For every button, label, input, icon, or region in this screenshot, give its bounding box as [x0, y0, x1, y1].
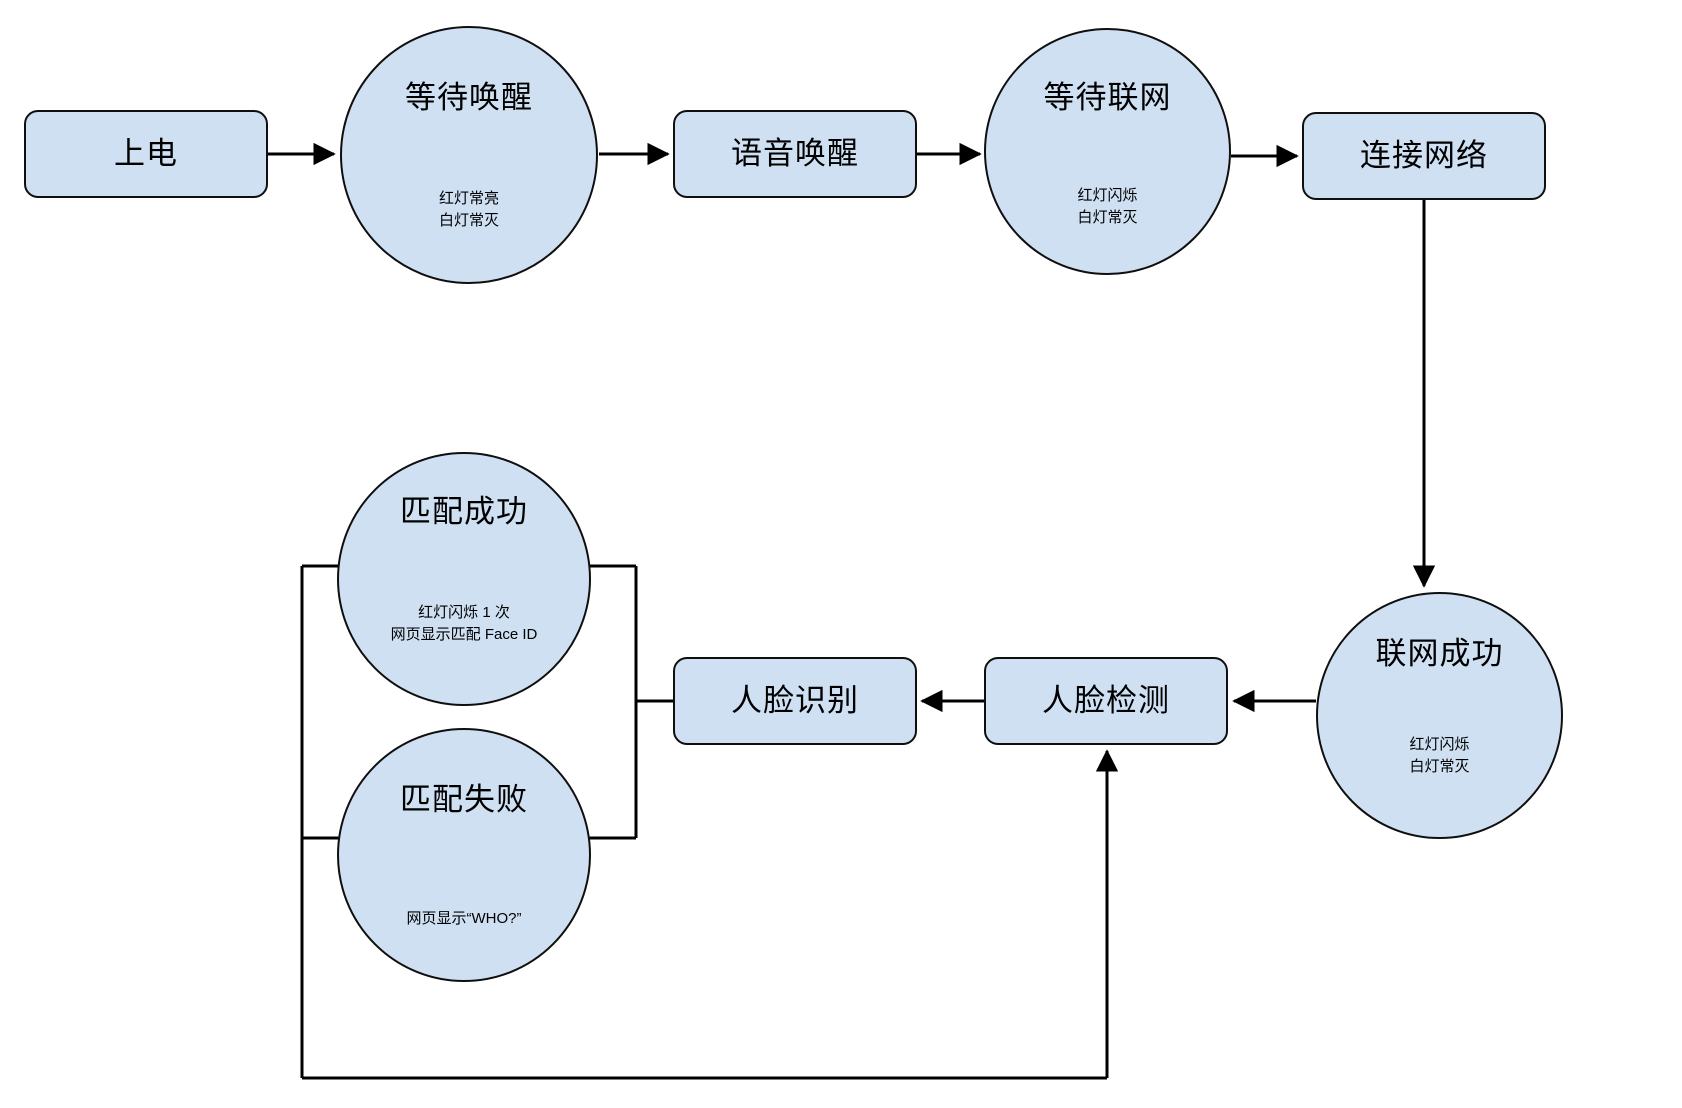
node-network-success-label: 联网成功: [1375, 636, 1504, 671]
node-face-detection-label: 人脸检测: [1042, 683, 1170, 719]
node-match-success-label: 匹配成功: [400, 494, 528, 529]
node-network-success-sub-line-1: 红灯闪烁: [1409, 736, 1470, 753]
node-match-failure-label: 匹配失败: [400, 782, 528, 817]
node-wait-wake-sub-line-1: 红灯常亮: [438, 190, 499, 207]
node-match-failure[interactable]: 匹配失败 网页显示“WHO?”: [337, 728, 591, 982]
node-wait-network-sub: 红灯闪烁 白灯常灭: [986, 185, 1229, 229]
node-network-success-sub: 红灯闪烁 白灯常灭: [1318, 734, 1561, 778]
node-match-success-sub: 红灯闪烁 1 次 网页显示匹配 Face ID: [339, 602, 589, 646]
node-wait-network-sub-line-1: 红灯闪烁: [1077, 187, 1138, 204]
node-face-recognition-label: 人脸识别: [731, 683, 859, 719]
node-power-on[interactable]: 上电: [24, 110, 268, 198]
node-wait-wake-sub: 红灯常亮 白灯常灭: [342, 188, 596, 232]
node-voice-wake[interactable]: 语音唤醒: [673, 110, 917, 198]
node-wait-network-sub-line-2: 白灯常灭: [1077, 208, 1138, 226]
node-match-failure-sub-line-1: 网页显示“WHO?”: [406, 910, 522, 927]
node-network-success[interactable]: 联网成功 红灯闪烁 白灯常灭: [1316, 592, 1563, 839]
node-face-recognition[interactable]: 人脸识别: [673, 657, 917, 745]
node-match-failure-sub: 网页显示“WHO?”: [339, 908, 589, 930]
node-wait-wake-label: 等待唤醒: [405, 80, 533, 115]
node-match-success-sub-line-2: 网页显示匹配 Face ID: [390, 625, 538, 643]
node-network-success-sub-line-2: 白灯常灭: [1409, 757, 1470, 775]
node-wait-network[interactable]: 等待联网 红灯闪烁 白灯常灭: [984, 28, 1231, 275]
node-connect-network[interactable]: 连接网络: [1302, 112, 1546, 200]
node-wait-network-label: 等待联网: [1043, 80, 1172, 115]
node-power-on-label: 上电: [114, 136, 178, 172]
node-match-success[interactable]: 匹配成功 红灯闪烁 1 次 网页显示匹配 Face ID: [337, 452, 591, 706]
node-wait-wake-sub-line-2: 白灯常灭: [438, 211, 499, 229]
node-voice-wake-label: 语音唤醒: [731, 136, 859, 172]
node-wait-wake[interactable]: 等待唤醒 红灯常亮 白灯常灭: [340, 26, 598, 284]
node-face-detection[interactable]: 人脸检测: [984, 657, 1228, 745]
node-match-success-sub-line-1: 红灯闪烁 1 次: [418, 604, 510, 621]
node-connect-network-label: 连接网络: [1360, 138, 1488, 174]
